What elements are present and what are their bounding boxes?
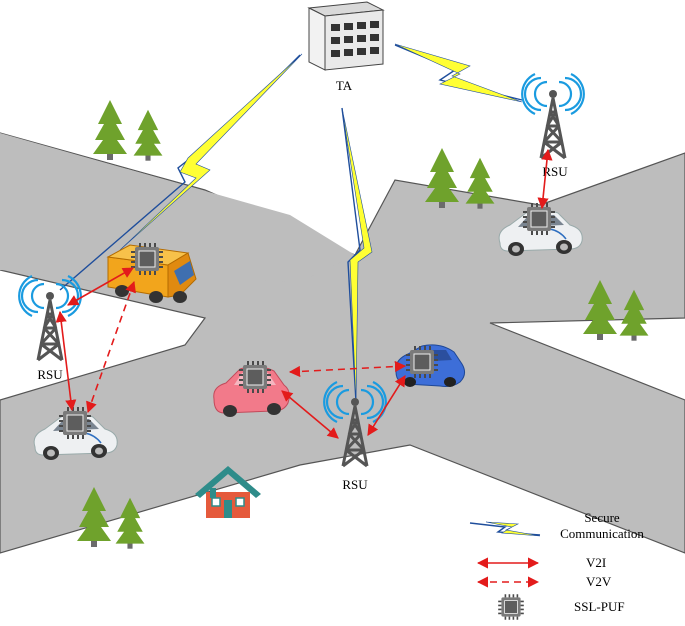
legend-puf-label: SSL-PUF <box>574 599 625 614</box>
legend-v2v: V2V <box>476 574 612 589</box>
ta-node: TA <box>307 1 385 93</box>
legend-puf: SSL-PUF <box>497 593 625 621</box>
chip-icon <box>405 345 439 379</box>
tower-icon <box>520 72 586 160</box>
rsu-left-label: RSU <box>37 367 63 382</box>
chip-icon <box>522 202 556 236</box>
chip-icon <box>238 360 272 394</box>
house-icon <box>195 466 261 518</box>
lightning-icon <box>485 521 541 537</box>
legend-v2v-label: V2V <box>586 574 612 589</box>
tree-icon <box>425 148 459 208</box>
tree-icon <box>93 100 127 160</box>
legend-secure: Secure Communication <box>469 510 644 541</box>
ta-label: TA <box>336 78 353 93</box>
chip-icon <box>497 593 525 621</box>
rsu-top-right: RSU <box>520 72 586 179</box>
tree-icon <box>133 109 163 161</box>
lightning-icon <box>394 43 523 103</box>
legend-v2i: V2I <box>476 555 606 570</box>
legend-secure-line1: Secure <box>584 510 620 525</box>
rsu-left: RSU <box>17 274 83 382</box>
building-icon <box>307 1 385 71</box>
lightning-icon <box>119 53 303 251</box>
chip-icon <box>130 242 164 276</box>
legend-secure-line2: Communication <box>560 526 644 541</box>
legend-v2i-label: V2I <box>586 555 606 570</box>
rsu-center-label: RSU <box>342 477 368 492</box>
chip-icon <box>58 406 92 440</box>
tree-icon <box>465 157 495 209</box>
tower-icon <box>17 274 83 362</box>
legend: Secure Communication V2I V2V SSL-PUF <box>469 510 644 621</box>
v2v-links <box>86 280 407 414</box>
rsu-center: RSU <box>322 380 388 492</box>
